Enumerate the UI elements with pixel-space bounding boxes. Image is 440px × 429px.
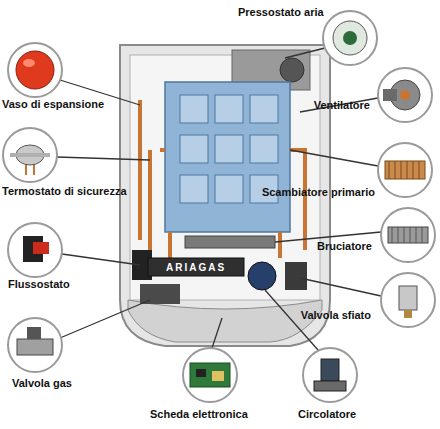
brand-text: ARIAGAS <box>148 261 244 274</box>
leader-line <box>290 150 378 166</box>
part-label: Vaso di espansione <box>2 98 132 111</box>
gas-valve-thumb <box>8 318 62 372</box>
exchanger-fins <box>389 161 419 179</box>
pressure-switch-symbol <box>333 21 367 55</box>
back-panel <box>130 55 320 300</box>
part-label: Valvola sfiato <box>276 309 371 322</box>
leader-line <box>62 254 140 265</box>
pump-volute <box>314 381 346 391</box>
chamber-panel <box>250 135 278 163</box>
leader-line <box>57 157 150 160</box>
gas-valve-symbol <box>17 339 53 355</box>
leader-lines <box>57 48 381 350</box>
part-label: Scambiatore primario <box>240 186 375 199</box>
control-board-thumb <box>183 348 237 402</box>
vent-valve-thread <box>404 310 412 318</box>
thumb-ring <box>323 11 377 65</box>
part-label: Valvola gas <box>12 377 107 390</box>
vessel-highlight <box>23 59 35 67</box>
chamber-panel <box>180 95 208 123</box>
copper-pipes <box>140 100 305 250</box>
leader-line <box>300 278 381 296</box>
control-board-symbol <box>190 363 230 387</box>
thermostat-clip <box>10 153 50 157</box>
part-label: Circolatore <box>298 408 383 421</box>
part-label: Ventilatore <box>296 99 370 112</box>
burner-thumb <box>381 208 435 262</box>
thermostat-pin <box>25 165 27 175</box>
part-label: Scheda elettronica <box>150 408 275 421</box>
leader-line <box>60 300 150 338</box>
vent-valve-thumb <box>381 273 435 327</box>
pump-thumb <box>303 348 357 402</box>
part-label: Pressostato aria <box>238 6 348 19</box>
fan-motor <box>400 90 410 100</box>
brand-band <box>148 258 244 276</box>
part-label: Termostato di sicurezza <box>2 185 147 198</box>
chamber-panel <box>215 135 243 163</box>
thumb-ring <box>381 273 435 327</box>
part-label: Bruciatore <box>296 240 372 253</box>
burner-ramps <box>392 227 422 243</box>
thumb-ring <box>381 208 435 262</box>
expansion-vessel-thumb <box>8 43 62 97</box>
pressure-switch-symbol <box>343 31 357 45</box>
thermostat-pin <box>33 165 35 175</box>
pump-symbol <box>321 359 339 381</box>
thumb-ring <box>303 348 357 402</box>
fan-thumb <box>378 68 432 122</box>
fan-outlet <box>383 89 397 101</box>
chamber-panel <box>215 95 243 123</box>
gas-valve-coil <box>27 327 41 339</box>
flow-switch-sensor <box>33 242 49 254</box>
heat-exchanger-symbol <box>385 161 425 179</box>
copper-pipes <box>170 232 280 258</box>
thumb-ring <box>8 223 62 277</box>
heat-exchanger-thumb <box>378 143 432 197</box>
vent-valve-body <box>285 262 307 290</box>
leader-line <box>285 48 325 58</box>
safety-thermostat-thumb <box>3 128 57 182</box>
chamber-panel <box>180 135 208 163</box>
part-label: Flussostato <box>8 278 103 291</box>
leader-line <box>212 318 222 348</box>
fan-housing <box>280 58 304 82</box>
board-chip <box>196 369 206 377</box>
pump-body <box>248 262 276 290</box>
thumb-ring <box>3 128 57 182</box>
combustion-chamber <box>165 82 290 232</box>
chamber-panel <box>215 175 243 203</box>
burner-symbol <box>388 227 428 243</box>
board-relay <box>212 371 224 381</box>
thumb-ring <box>378 143 432 197</box>
expansion-vessel-symbol <box>16 51 54 89</box>
burner-bar <box>185 236 275 248</box>
thumb-ring <box>183 348 237 402</box>
thumb-ring <box>8 43 62 97</box>
chamber-panel <box>250 95 278 123</box>
thumb-ring <box>378 68 432 122</box>
vent-valve-symbol <box>399 286 417 310</box>
pressure-switch-thumb <box>323 11 377 65</box>
chamber-panel <box>180 175 208 203</box>
flow-switch-thumb <box>8 223 62 277</box>
thumb-ring <box>8 318 62 372</box>
